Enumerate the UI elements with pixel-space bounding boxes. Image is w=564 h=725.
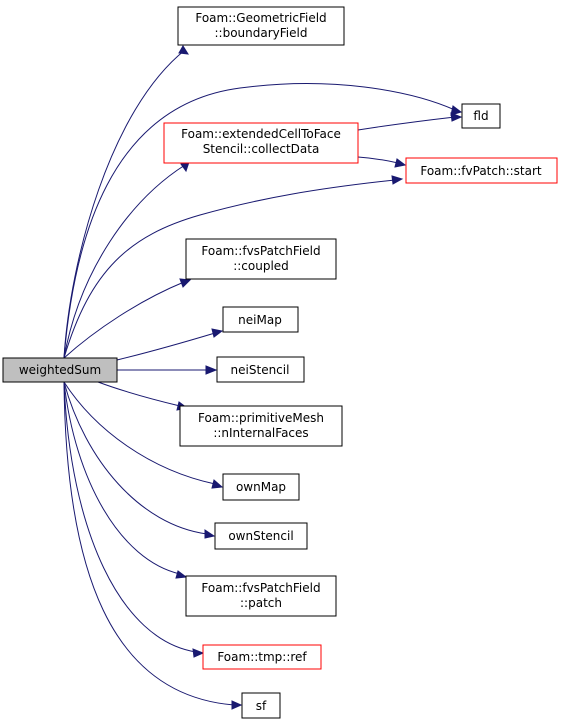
edge-collectData-fld	[357, 116, 456, 131]
arrowhead-neiStencil	[205, 365, 218, 375]
arrowhead-sf	[231, 700, 243, 710]
edge-weightedSum-coupled	[63, 281, 185, 359]
node-label: weightedSum	[19, 363, 101, 377]
arrowhead-ref	[192, 648, 205, 658]
edge-weightedSum-sf	[63, 381, 235, 706]
node-label: Foam::primitiveMesh	[198, 411, 324, 425]
node-label: ::nInternalFaces	[213, 426, 308, 440]
node-label: Stencil::collectData	[203, 142, 320, 156]
edge-weightedSum-ownStencil	[63, 381, 208, 535]
node-boundaryField[interactable]: Foam::GeometricField ::boundaryField	[177, 6, 345, 46]
node-label: fld	[473, 109, 488, 123]
edge-weightedSum-neiMap	[116, 332, 216, 361]
node-sf[interactable]: sf	[241, 692, 281, 719]
node-coupled[interactable]: Foam::fvsPatchField ::coupled	[185, 238, 337, 280]
node-weightedSum[interactable]: weightedSum	[2, 357, 118, 383]
node-label: Foam::fvsPatchField	[201, 244, 320, 258]
node-neiMap[interactable]: neiMap	[222, 306, 299, 333]
node-label: ownStencil	[228, 529, 293, 543]
edge-weightedSum-ref	[63, 381, 197, 653]
edge-weightedSum-fld	[63, 83, 456, 359]
edge-weightedSum-ownMap	[63, 381, 216, 485]
node-ref[interactable]: Foam::tmp::ref	[202, 644, 322, 670]
edge-weightedSum-boundaryField	[63, 49, 186, 359]
node-start[interactable]: Foam::fvPatch::start	[405, 157, 558, 184]
arrowhead-boundaryField	[178, 45, 189, 55]
edges	[63, 45, 463, 710]
node-label: Foam::tmp::ref	[217, 650, 307, 664]
node-label: Foam::extendedCellToFace	[181, 127, 341, 141]
node-ownMap[interactable]: ownMap	[222, 473, 300, 501]
arrowhead-neiMap	[211, 328, 224, 338]
node-collectData[interactable]: Foam::extendedCellToFace Stencil::collec…	[163, 122, 359, 164]
node-label: sf	[256, 699, 267, 713]
node-nInternalFaces[interactable]: Foam::primitiveMesh ::nInternalFaces	[179, 405, 343, 447]
arrowhead-patch	[175, 570, 188, 579]
arrowhead-fld	[450, 105, 463, 116]
node-label: Foam::GeometricField	[195, 11, 326, 25]
edge-weightedSum-collectData	[63, 164, 186, 359]
node-fld[interactable]: fld	[461, 103, 501, 129]
arrowhead-ownMap	[211, 479, 224, 489]
edge-collectData-start	[357, 156, 399, 164]
edge-weightedSum-start	[63, 179, 396, 359]
node-label: ::coupled	[233, 259, 289, 273]
node-label: neiMap	[238, 313, 282, 327]
arrowhead-coupled	[179, 278, 192, 288]
node-label: neiStencil	[231, 363, 290, 377]
node-label: ::boundaryField	[215, 26, 308, 40]
node-label: Foam::fvPatch::start	[420, 164, 542, 178]
node-neiStencil[interactable]: neiStencil	[216, 356, 305, 383]
arrowhead-ownStencil	[204, 529, 216, 539]
node-ownStencil[interactable]: ownStencil	[214, 522, 308, 550]
node-label: ownMap	[236, 480, 286, 494]
node-label: Foam::fvsPatchField	[201, 581, 320, 595]
edge-weightedSum-nInternalFaces	[97, 381, 181, 407]
node-patch[interactable]: Foam::fvsPatchField ::patch	[185, 575, 337, 617]
node-label: ::patch	[240, 596, 282, 610]
arrowhead-start	[391, 175, 404, 185]
arrowhead-collectData-fld	[450, 112, 463, 122]
edge-weightedSum-patch	[63, 381, 181, 575]
arrowhead-collectData-start	[394, 158, 407, 168]
